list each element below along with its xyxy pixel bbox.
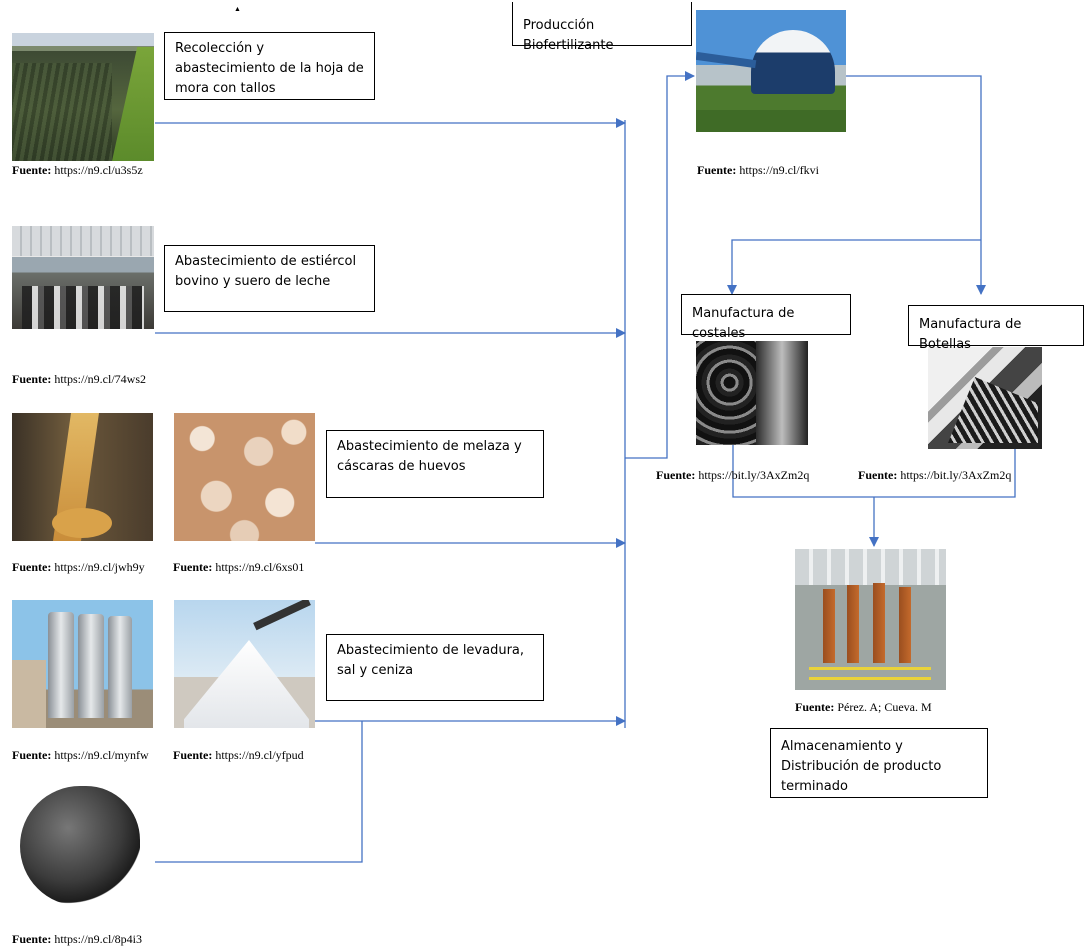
source-botellas: Fuente: https://bit.ly/3AxZm2q bbox=[858, 468, 1012, 482]
costales-image bbox=[696, 341, 808, 445]
ash-pile-image bbox=[20, 786, 140, 906]
box-levadura: Abastecimiento de levadura, sal y ceniza bbox=[326, 634, 544, 701]
source-levadura: Fuente: https://n9.cl/mynfw bbox=[12, 748, 149, 762]
mora-field-image bbox=[12, 33, 154, 161]
source-huevos: Fuente: https://n9.cl/6xs01 bbox=[173, 560, 305, 574]
warehouse-image bbox=[795, 549, 946, 690]
box-botellas: Manufactura de Botellas bbox=[908, 305, 1084, 352]
source-mora: Fuente: https://n9.cl/u3s5z bbox=[12, 163, 143, 177]
source-biofertilizante: Fuente: https://n9.cl/fkvi bbox=[697, 163, 819, 177]
melaza-image bbox=[12, 413, 153, 541]
connector-ceniza bbox=[155, 721, 363, 863]
salt-pile-image bbox=[174, 600, 315, 728]
stray-mark: ▲ bbox=[234, 6, 241, 13]
box-costales: Manufactura de costales bbox=[681, 294, 851, 341]
source-melaza: Fuente: https://n9.cl/jwh9y bbox=[12, 560, 145, 574]
connector-costales-down bbox=[732, 445, 874, 498]
source-costales: Fuente: https://bit.ly/3AxZm2q bbox=[656, 468, 810, 482]
connector-bio-right bbox=[846, 75, 986, 295]
source-almacen: Fuente: Pérez. A; Cueva. M bbox=[795, 700, 932, 714]
source-sal: Fuente: https://n9.cl/yfpud bbox=[173, 748, 304, 762]
box-melaza: Abastecimiento de melaza y cáscaras de h… bbox=[326, 430, 544, 498]
box-produccion: Producción Biofertilizante bbox=[512, 2, 692, 53]
botellas-image bbox=[928, 347, 1042, 449]
connector-bio-left bbox=[727, 239, 981, 295]
biofertilizer-plant-image bbox=[696, 10, 846, 132]
box-estiercol: Abastecimiento de estiércol bovino y sue… bbox=[164, 245, 375, 312]
source-ceniza: Fuente: https://n9.cl/8p4i3 bbox=[12, 932, 142, 946]
box-almacenamiento: Almacenamiento y Distribución de product… bbox=[770, 728, 988, 798]
connector-botellas-down bbox=[874, 445, 1016, 498]
silos-image bbox=[12, 600, 153, 728]
cattle-barn-image bbox=[12, 226, 154, 329]
box-recoleccion: Recolección y abastecimiento de la hoja … bbox=[164, 32, 375, 100]
source-estiercol: Fuente: https://n9.cl/74ws2 bbox=[12, 372, 146, 386]
arrow-to-biofertilizante bbox=[625, 71, 695, 459]
egg-shells-image bbox=[174, 413, 315, 541]
